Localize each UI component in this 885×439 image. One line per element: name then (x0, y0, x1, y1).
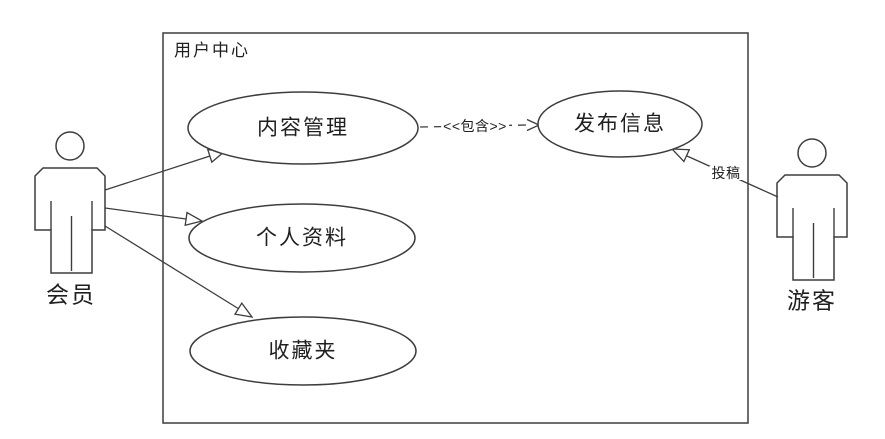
edge-member-profile (104, 207, 204, 227)
usecase-personal-profile-label: 个人资料 (256, 226, 348, 250)
edge-include-dashed-line (419, 124, 529, 128)
actor-member-limbs (50, 201, 93, 271)
usecase-favorites-ellipse (189, 316, 417, 386)
usecase-content-management-label: 内容管理 (257, 116, 349, 140)
usecase-personal-profile-ellipse (188, 203, 416, 273)
actor-visitor-label: 游客 (787, 287, 837, 314)
usecase-publish-info-ellipse (537, 90, 703, 158)
edge-include-arrowhead (526, 118, 540, 132)
actor-member-body (34, 167, 106, 274)
actor-member-label: 会员 (46, 281, 96, 308)
usecase-content-management-ellipse (187, 91, 419, 165)
usecase-publish-info-label: 发布信息 (574, 112, 666, 136)
edge-member-profile-line (104, 207, 187, 220)
actor-member-head (55, 131, 85, 161)
edge-member-favorites-arrowhead (233, 301, 254, 318)
actor-visitor-head (797, 138, 827, 168)
edge-member-profile-arrowhead (184, 211, 204, 227)
edge-include (419, 118, 540, 132)
edge-visitor-publish-arrowhead (670, 148, 691, 163)
edge-include-label: <<包含>> (441, 118, 509, 134)
usecase-favorites-label: 收藏夹 (268, 339, 338, 363)
system-boundary-label: 用户中心 (174, 41, 250, 60)
actor-visitor-figure (776, 138, 848, 281)
edge-member-favorites-line (104, 225, 240, 310)
actor-visitor-body (776, 174, 848, 281)
actor-visitor-limbs (792, 208, 835, 278)
actor-member-figure (34, 131, 106, 274)
edge-visitor-publish-label: 投稿 (709, 165, 743, 181)
edge-member-content-line (104, 155, 211, 191)
edge-member-favorites (104, 225, 254, 318)
